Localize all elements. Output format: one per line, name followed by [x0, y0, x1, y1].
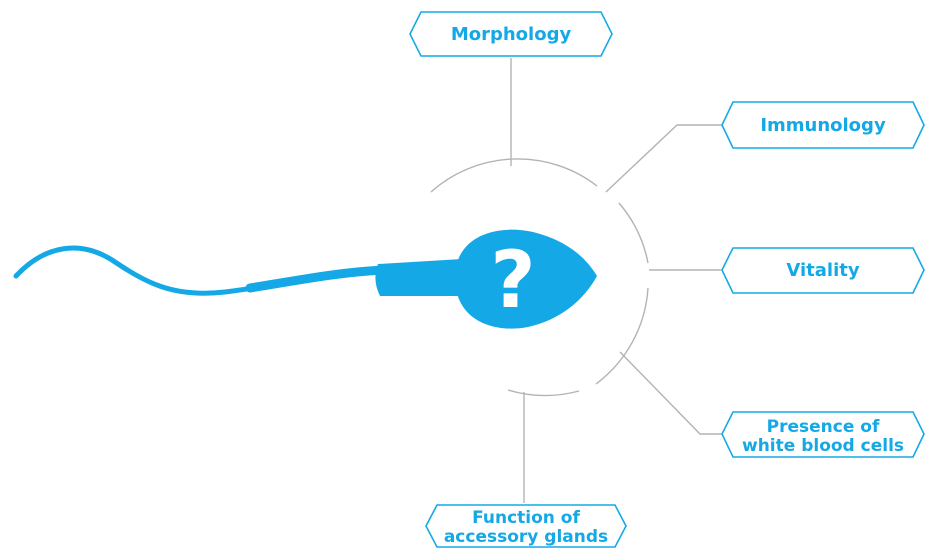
- arc-bottom: [507, 389, 580, 397]
- connector-white-blood-cells: [619, 351, 722, 435]
- label-accessory-glands-line1: Function of: [472, 508, 580, 528]
- label-accessory-glands-line2: accessory glands: [444, 527, 608, 547]
- label-vitality-box: [721, 247, 925, 294]
- central-arc: [430, 158, 649, 397]
- label-white-blood-cells: Presence of white blood cells: [721, 411, 925, 458]
- label-vitality-text: Vitality: [786, 260, 859, 281]
- arc-right-upper: [618, 202, 649, 264]
- label-white-blood-cells-box: [721, 411, 925, 458]
- arc-top: [430, 158, 598, 193]
- label-morphology-box: [409, 11, 613, 57]
- question-mark: ?: [490, 236, 535, 326]
- arc-right-lower: [595, 287, 649, 385]
- label-vitality: Vitality: [721, 247, 925, 294]
- label-morphology-text: Morphology: [451, 24, 572, 45]
- sperm-midpiece: [375, 259, 464, 296]
- sperm-tail-thick: [245, 265, 390, 293]
- label-immunology-box: [721, 101, 925, 149]
- connectors: [510, 58, 722, 503]
- label-white-blood-cells-line1: Presence of: [767, 417, 880, 437]
- label-accessory-glands-box: [425, 504, 627, 548]
- sperm-tail: [13, 245, 388, 296]
- label-immunology: Immunology: [721, 101, 925, 149]
- sperm-illustration: ?: [13, 229, 597, 329]
- label-immunology-text: Immunology: [760, 115, 886, 136]
- label-morphology: Morphology: [409, 11, 613, 57]
- label-white-blood-cells-line2: white blood cells: [742, 436, 904, 456]
- sperm-head: [455, 229, 597, 329]
- label-accessory-glands: Function of accessory glands: [425, 504, 627, 548]
- connector-immunology: [605, 124, 722, 193]
